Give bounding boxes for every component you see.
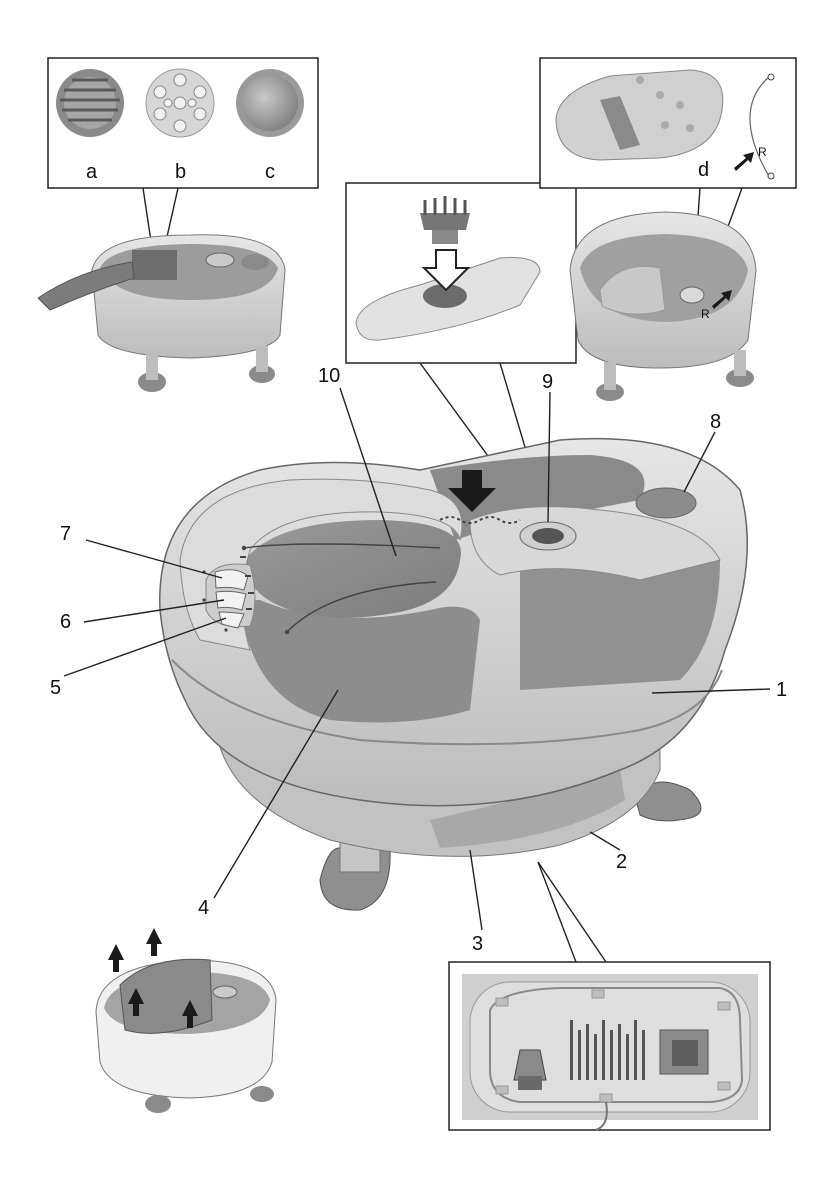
button-7[interactable] xyxy=(215,570,248,590)
attachment-insertion-inset xyxy=(346,183,576,363)
callout-9: 9 xyxy=(542,371,553,393)
r-mark-small: R xyxy=(701,307,710,321)
main-foot-spa xyxy=(160,439,748,911)
label-c: c xyxy=(265,161,275,183)
nub-disc-attachment-icon xyxy=(146,69,214,137)
r-mark: R xyxy=(758,145,767,159)
dome-attachment-icon xyxy=(236,69,304,137)
small-basin-mat-view: R xyxy=(570,212,756,401)
label-b: b xyxy=(175,161,186,183)
brush-attachment-icon xyxy=(56,69,124,137)
callout-5: 5 xyxy=(50,677,61,699)
callout-1: 1 xyxy=(776,679,787,701)
callout-3: 3 xyxy=(472,933,483,955)
cord-storage-inset xyxy=(449,962,770,1130)
callout-10: 10 xyxy=(318,365,340,387)
callout-8: 8 xyxy=(710,411,721,433)
callout-7: 7 xyxy=(60,523,71,545)
label-d: d xyxy=(698,159,709,181)
callout-6: 6 xyxy=(60,611,71,633)
mat-inset: d R xyxy=(540,58,796,188)
callout-4: 4 xyxy=(198,897,209,919)
small-basin-attachment-view xyxy=(38,235,285,392)
callout-2: 2 xyxy=(616,851,627,873)
small-basin-removal-view xyxy=(96,928,276,1113)
attachments-inset: a b c xyxy=(48,58,318,188)
label-a: a xyxy=(86,161,98,183)
